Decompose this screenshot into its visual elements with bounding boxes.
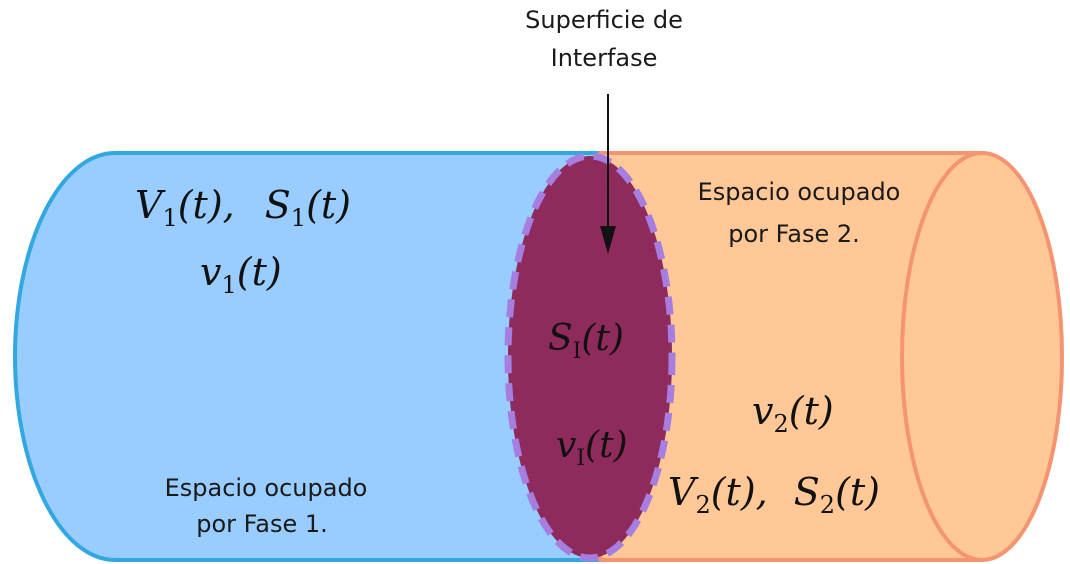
phase2-volume-surface-label: V2(t),S2(t) xyxy=(668,470,880,519)
phase1-volume-surface-label: V1(t),S1(t) xyxy=(135,183,351,232)
interface-label-line2: Interfase xyxy=(551,44,658,72)
phase2-end-cap xyxy=(900,151,1064,562)
interface-surface xyxy=(504,152,676,562)
phase2-velocity-label: v2(t) xyxy=(752,389,834,438)
interface-velocity-label: vI(t) xyxy=(556,425,628,471)
phase2-region-text-line1: Espacio ocupado xyxy=(698,178,901,206)
interface-arrow-head xyxy=(600,226,616,254)
phase1-velocity-label: v1(t) xyxy=(200,250,282,299)
phase1-region-text-line2: por Fase 1. xyxy=(196,510,328,538)
phase1-region-text-line1: Espacio ocupado xyxy=(165,474,368,502)
interface-label-line1: Superficie de xyxy=(525,6,683,34)
phase2-region-text-line2: por Fase 2. xyxy=(728,220,860,248)
phase1-region xyxy=(13,151,602,562)
interface-surface-label: SI(t) xyxy=(548,318,624,364)
